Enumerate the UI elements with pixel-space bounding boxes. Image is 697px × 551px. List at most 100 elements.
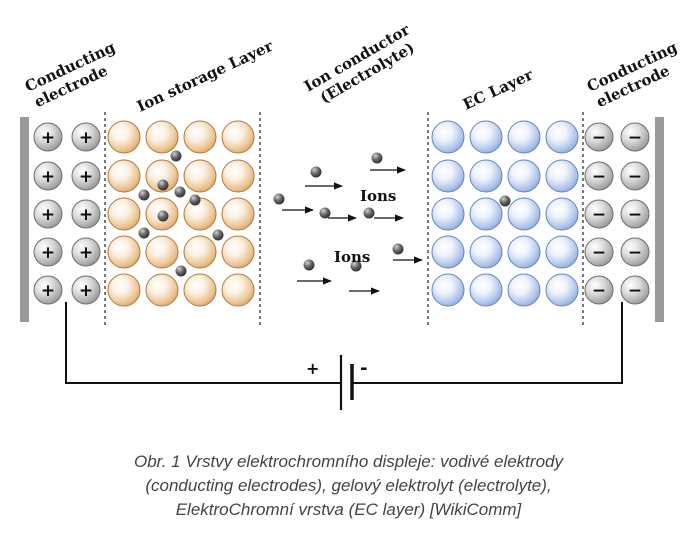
ec-sphere <box>431 235 465 269</box>
negative-charge-sign: − <box>628 167 642 187</box>
ec-sphere <box>507 235 541 269</box>
ec-sphere <box>507 120 541 154</box>
ion <box>157 210 169 222</box>
ion <box>350 260 362 272</box>
positive-charge-sphere: + <box>71 275 101 305</box>
ec-sphere <box>469 159 503 193</box>
positive-charge-sign: + <box>41 281 55 301</box>
ec-sphere <box>469 197 503 231</box>
ion <box>273 193 285 205</box>
ion-storage-sphere <box>145 120 179 154</box>
positive-charge-sphere: + <box>71 237 101 267</box>
positive-charge-sign: + <box>79 281 93 301</box>
negative-charge-sphere: − <box>620 199 650 229</box>
ec-sphere <box>507 273 541 307</box>
negative-charge-sphere: − <box>620 161 650 191</box>
wire-right <box>352 302 623 384</box>
positive-charge-sphere: + <box>71 199 101 229</box>
ion <box>392 243 404 255</box>
positive-charge-sign: + <box>41 167 55 187</box>
ion-storage-sphere <box>145 235 179 269</box>
caption-line-1: Obr. 1 Vrstvy elektrochromního displeje:… <box>134 452 563 471</box>
positive-charge-sign: + <box>79 205 93 225</box>
negative-charge-sphere: − <box>584 161 614 191</box>
ion <box>174 186 186 198</box>
external-circuit <box>65 302 623 384</box>
ion-storage-sphere <box>107 235 141 269</box>
ion-storage-sphere <box>107 159 141 193</box>
negative-charge-sphere: − <box>584 122 614 152</box>
ec-sphere <box>469 273 503 307</box>
ions-label-upper: Ions <box>360 187 396 205</box>
label-ion-conductor: Ion conductor (Electrolyte) <box>301 18 426 111</box>
ion-storage-sphere <box>145 159 179 193</box>
ec-sphere <box>507 197 541 231</box>
negative-charge-sign: − <box>628 281 642 301</box>
figure-caption: Obr. 1 Vrstvy elektrochromního displeje:… <box>0 450 697 522</box>
ion-storage-spheres <box>107 120 255 307</box>
negative-charge-sign: − <box>592 281 606 301</box>
caption-line-2: (conducting electrodes), gelový elektrol… <box>145 476 552 495</box>
positive-charge-sign: + <box>79 128 93 148</box>
negative-charge-sign: − <box>628 243 642 263</box>
wire-left <box>65 302 341 384</box>
ec-sphere <box>469 235 503 269</box>
ion-storage-sphere <box>221 120 255 154</box>
negative-charge-sign: − <box>628 205 642 225</box>
ec-layer-spheres <box>431 120 579 307</box>
ion-storage-sphere <box>145 273 179 307</box>
ion <box>138 227 150 239</box>
positive-charge-sphere: + <box>33 199 63 229</box>
ion-storage-sphere <box>183 197 217 231</box>
negative-charge-sign: − <box>628 128 642 148</box>
negative-charge-sign: − <box>592 167 606 187</box>
ion <box>310 166 322 178</box>
ec-sphere <box>507 159 541 193</box>
caption-line-3: ElektroChromní vrstva (EC layer) [WikiCo… <box>175 500 522 519</box>
ec-sphere <box>431 273 465 307</box>
ion <box>157 179 169 191</box>
ion-arrows <box>282 166 423 295</box>
ec-sphere <box>431 120 465 154</box>
left-electrode-charges: + + + + + + + + + + <box>33 122 101 305</box>
positive-charge-sign: + <box>79 243 93 263</box>
ion <box>170 150 182 162</box>
ion <box>319 207 331 219</box>
ion-storage-sphere <box>221 159 255 193</box>
positive-charge-sphere: + <box>33 122 63 152</box>
label-conducting-electrode-left: Conducting electrode <box>22 36 130 112</box>
negative-charge-sphere: − <box>620 237 650 267</box>
positive-charge-sphere: + <box>71 122 101 152</box>
ion <box>189 194 201 206</box>
positive-charge-sign: + <box>79 167 93 187</box>
ion-storage-sphere <box>107 273 141 307</box>
ion-storage-sphere <box>183 273 217 307</box>
ion-storage-sphere <box>183 120 217 154</box>
ion <box>212 229 224 241</box>
negative-charge-sphere: − <box>584 199 614 229</box>
ec-sphere <box>431 159 465 193</box>
negative-charge-sphere: − <box>620 122 650 152</box>
ion-storage-sphere <box>107 197 141 231</box>
ion-storage-sphere <box>183 159 217 193</box>
positive-charge-sign: + <box>41 128 55 148</box>
right-electrode-bar <box>655 117 664 322</box>
ion-storage-sphere <box>183 235 217 269</box>
ion-storage-sphere <box>221 273 255 307</box>
negative-charge-sphere: − <box>584 237 614 267</box>
ion <box>303 259 315 271</box>
positive-charge-sphere: + <box>33 237 63 267</box>
positive-charge-sign: + <box>41 243 55 263</box>
ec-sphere <box>545 197 579 231</box>
ion <box>363 207 375 219</box>
ion-storage-sphere <box>221 197 255 231</box>
ion-storage-sphere <box>221 235 255 269</box>
negative-charge-sign: − <box>592 128 606 148</box>
ion <box>138 189 150 201</box>
negative-charge-sphere: − <box>584 275 614 305</box>
ions-label-lower: Ions <box>334 248 370 266</box>
negative-charge-sphere: − <box>620 275 650 305</box>
negative-charge-sign: − <box>592 205 606 225</box>
ec-sphere <box>545 235 579 269</box>
